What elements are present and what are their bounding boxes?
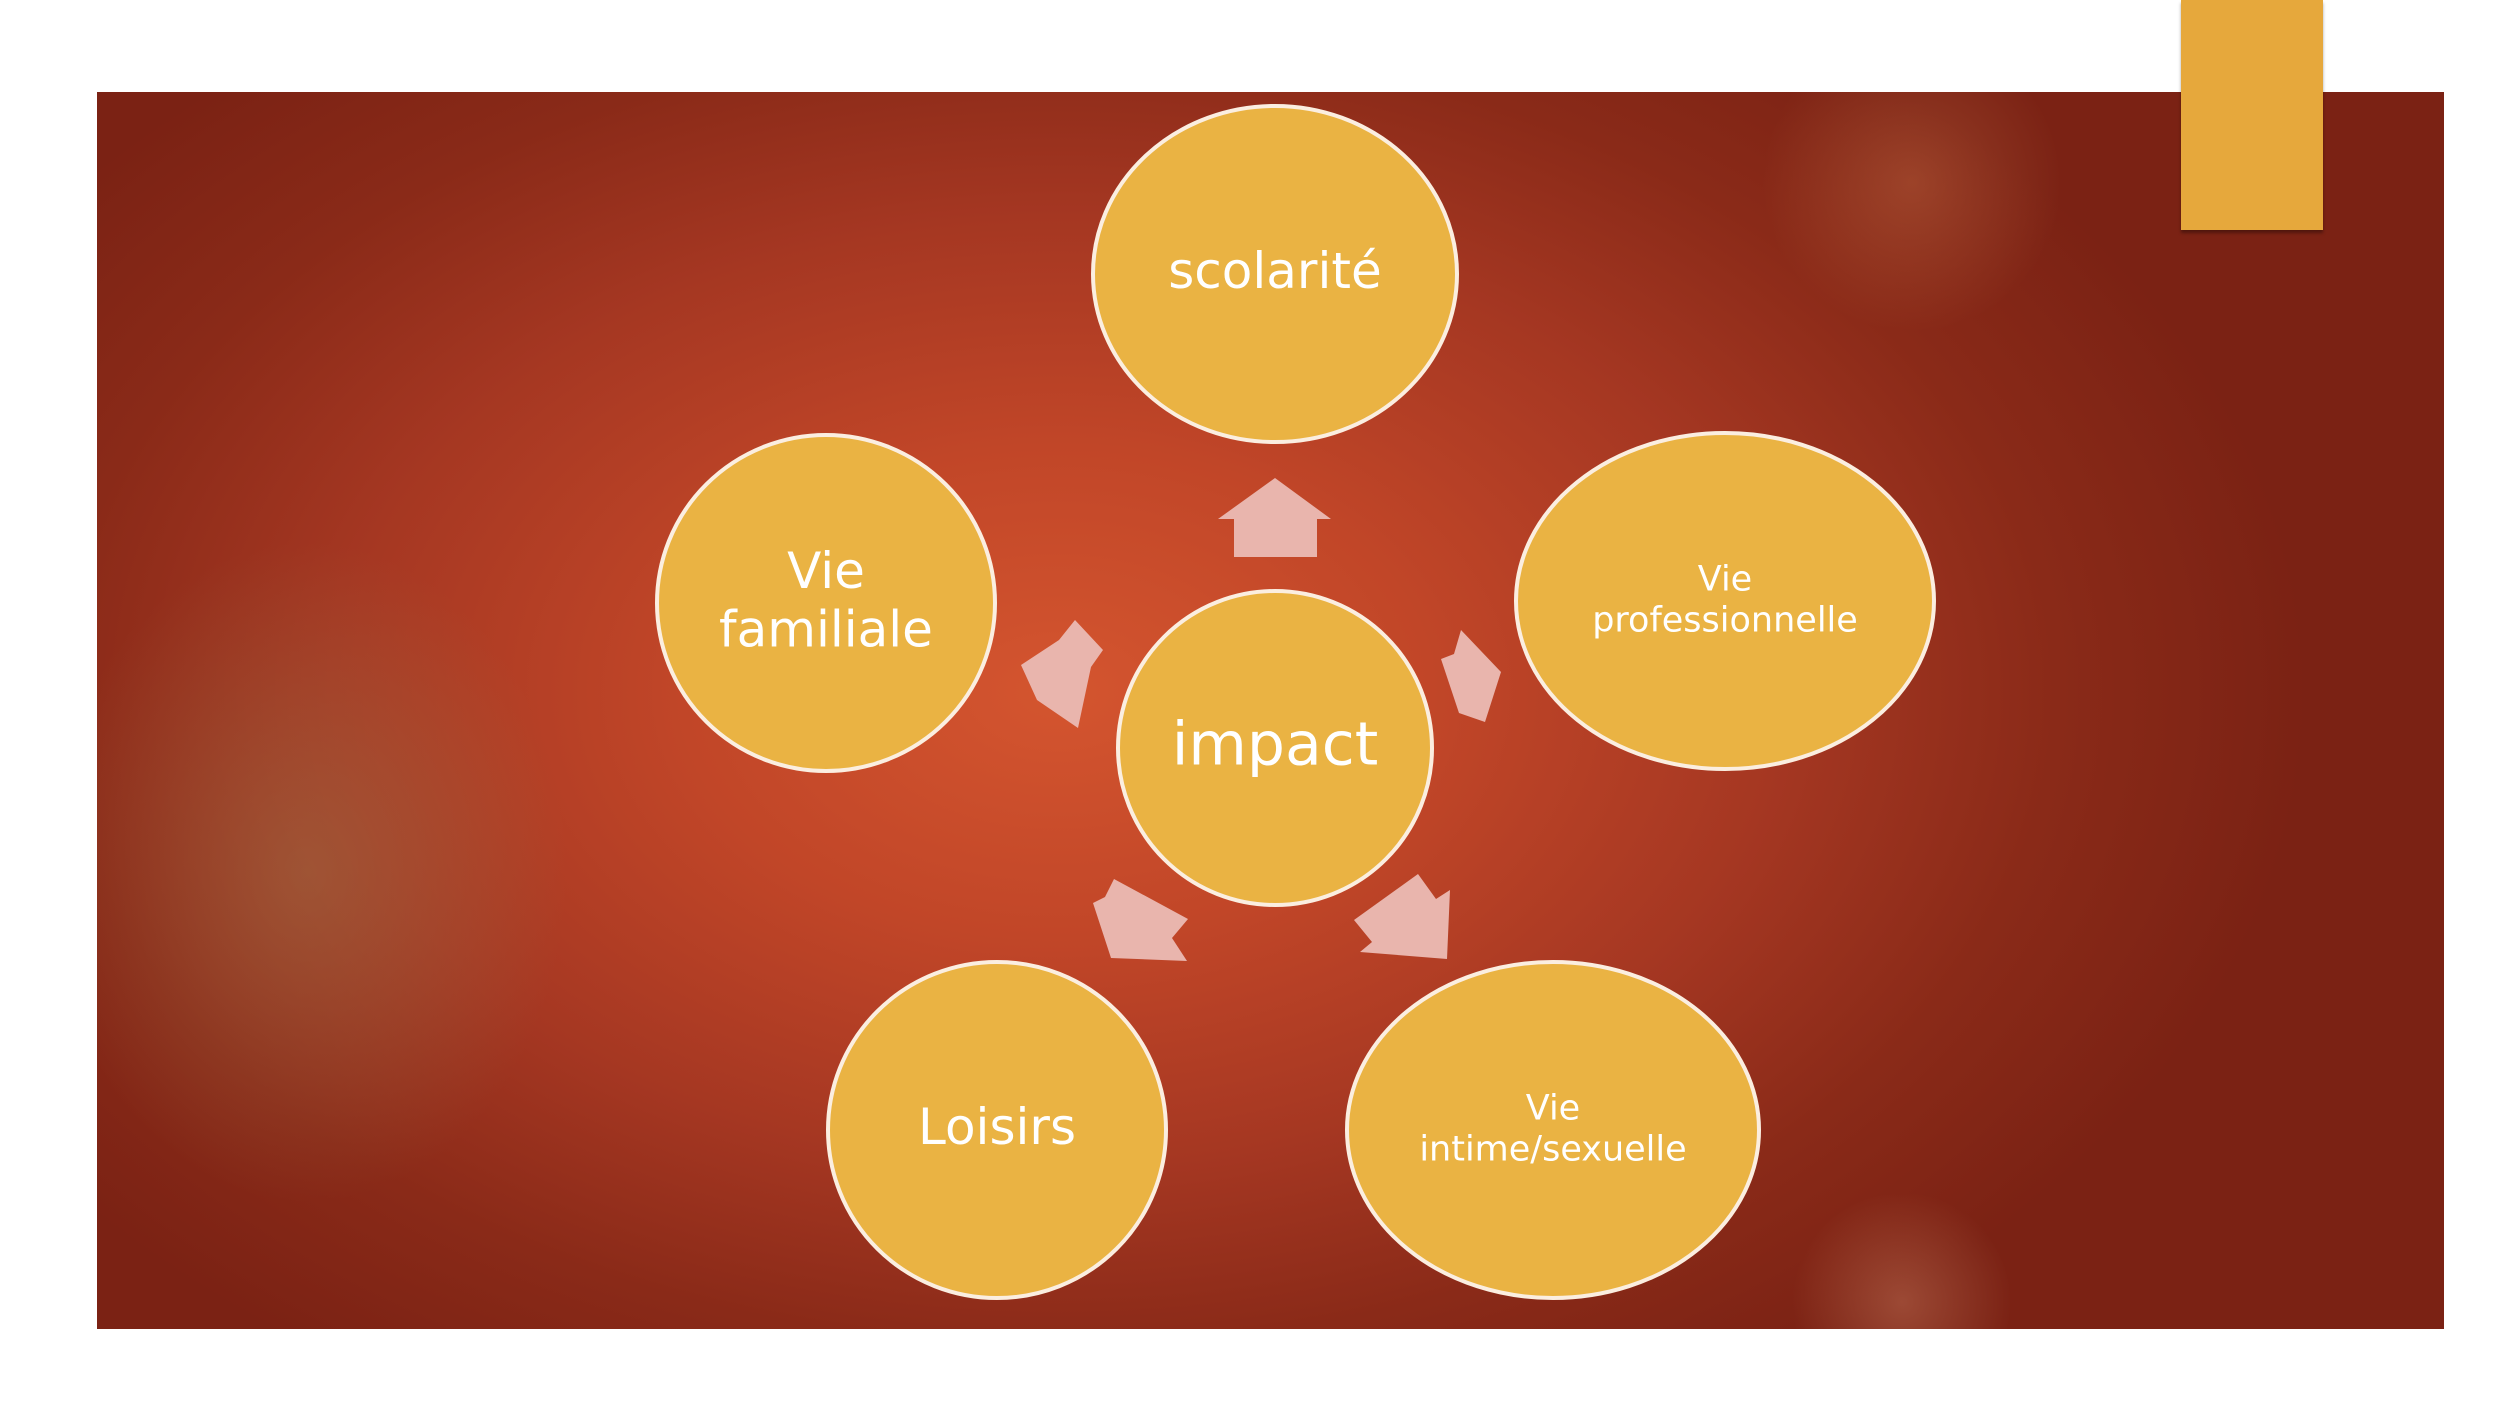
center-label: impact [1172,710,1378,780]
node-loisirs: Loisirs [826,960,1168,1300]
vie-intime-sexuelle-label-line: intime/sexuelle [1419,1129,1686,1169]
node-scolarite: scolarité [1091,104,1459,444]
arrow-down-left [1093,879,1188,961]
loisirs-label-line: Loisirs [918,1098,1076,1156]
vie-intime-sexuelle-label-line: Vie [1526,1089,1580,1129]
loisirs-label: Loisirs [918,1098,1076,1156]
vie-familiale-label-line: Vie [787,541,865,599]
vie-professionnelle-label-line: professionnelle [1592,600,1858,640]
arrow-up-right [1441,630,1501,722]
arrow-up-left [1021,620,1103,728]
vie-professionnelle-label-line: Vie [1698,560,1752,600]
scolarite-label: scolarité [1168,242,1381,300]
scolarite-label-line: scolarité [1168,242,1381,300]
accent-tab [2181,0,2323,230]
node-impact-center: impact [1116,589,1434,907]
arrow-down-right [1354,874,1450,959]
vie-familiale-label-line: familiale [719,600,933,658]
arrow-up [1218,478,1331,557]
